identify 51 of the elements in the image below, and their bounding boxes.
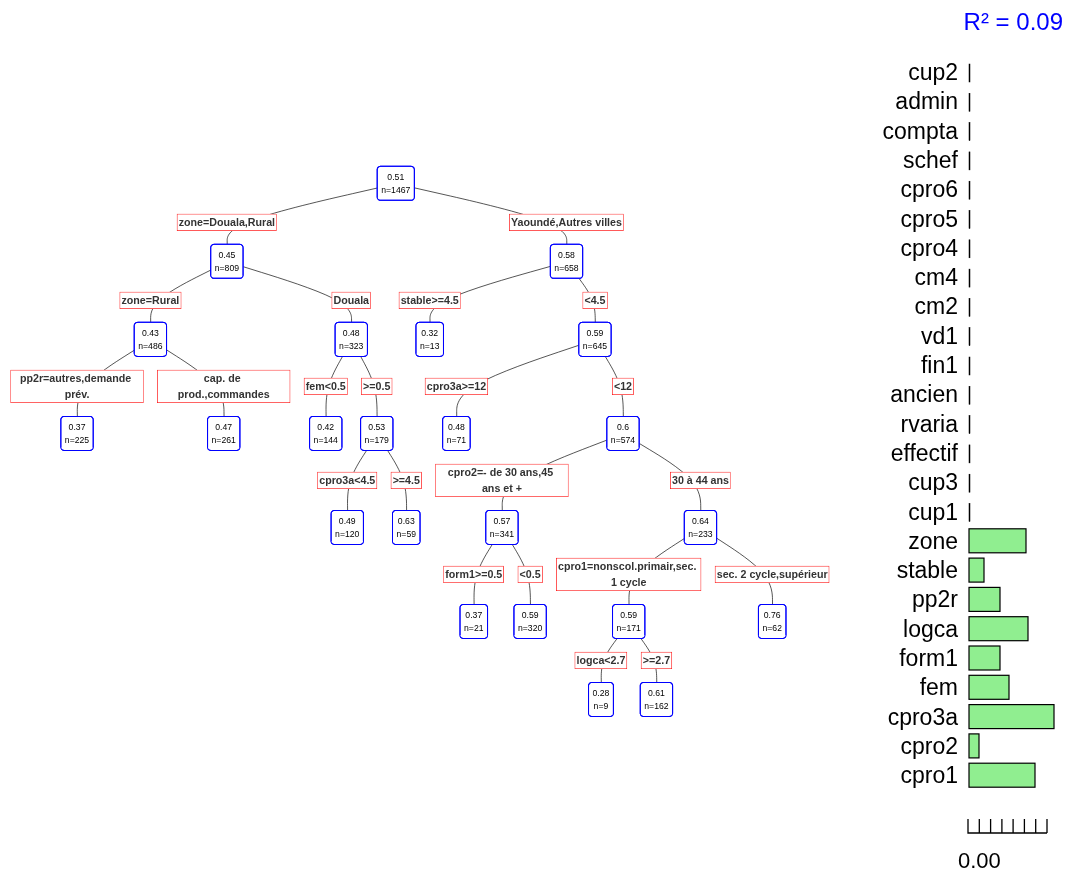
edge-label: cpro1=nonscol.primair,sec. 1 cycle: [557, 560, 697, 588]
variable-name: cup3: [907, 469, 959, 497]
edge-label: <12: [613, 379, 633, 392]
variable-name: cpro4: [899, 234, 959, 262]
edge-label: >=0.5: [363, 379, 391, 392]
edge-label: stable>=4.5: [400, 293, 459, 306]
variable-name: fem: [918, 674, 959, 702]
edge-label: fem<0.5: [305, 379, 346, 392]
variable-name: cpro6: [899, 176, 959, 204]
edge-label: zone=Rural: [121, 293, 180, 306]
variable-name: zone: [907, 527, 959, 555]
variable-name: cpro3a: [886, 703, 959, 731]
edge-label: >=4.5: [392, 474, 420, 486]
decision-tree: zone=Douala,Rural Yaoundé,Autres villes zone=Rural Douala stable>=4.5 <4.5 pp2r=autres,demande prév. cap. de prod.,commandes fem<0.5 >=0.5 cpro3a>=12 <12 cpro3a<4.5 >=4.5 cpro2=- de 30 ans,45 ans et + 30 à 44 ans form1>=0.5 <0.5 cpro1=nonscol.primair,sec. 1 cycle sec. 2 cycle,supérieur logca<2.7 >=2.7 0.51 n=1467 0.45 n=809 0.58 n=658 0.43 n=486 0.48 n=323 0.32 n=13 0.59 n=645 0.37 n=225 0.47 n=261 0.42 n=144 0.53 n=179 0.48 n=71 0.6 n=574 0.49 n=120 0.63 n=59 0.57 n=341 0.64 n=233 0.37 n=21 0.59 n=320 0.59 n=171 0.76 n=62 0.28 n=9 0.61 n=162: [5, 160, 835, 722]
r-squared-label: R² = 0.09: [963, 8, 1063, 36]
variable-name: cpro1: [899, 762, 959, 790]
variable-name: cm4: [913, 264, 959, 292]
variable-name: cm2: [913, 293, 959, 321]
variable-name: form1: [898, 645, 959, 672]
edge-label: >=2.7: [642, 654, 671, 666]
connector: [605, 355, 624, 417]
edge-label: pp2r=autres,demande prév.: [19, 371, 132, 400]
variable-name: ancien: [889, 381, 959, 409]
variable-name: cup1: [907, 498, 959, 526]
variable-name: compta: [881, 117, 959, 145]
variable-name: vd1: [919, 322, 959, 350]
edge-label: 30 à 44 ans: [671, 474, 729, 486]
tick-label: 0.00: [958, 848, 1001, 874]
edge-label: cpro2=- de 30 ans,45 ans et +: [447, 466, 554, 494]
variable-name: rvaria: [899, 410, 959, 438]
variable-name: logca: [902, 615, 959, 643]
edge-label: <4.5: [584, 293, 606, 306]
edge-label: form1>=0.5: [445, 568, 503, 580]
variable-name: effectif: [889, 439, 959, 467]
edge-label: <0.5: [519, 568, 541, 580]
edge-label: zone=Douala,Rural: [178, 215, 276, 228]
variable-name: stable: [895, 557, 959, 585]
variable-name: cpro5: [899, 205, 959, 233]
edge-label: cpro3a>=12: [426, 379, 487, 392]
variable-name: pp2r: [910, 586, 959, 614]
variable-name: admin: [894, 88, 959, 116]
edge-label: cap. de prod.,commandes: [177, 371, 270, 400]
edge-label: Yaoundé,Autres villes: [511, 215, 622, 228]
variable-name: schef: [902, 146, 959, 174]
variable-name: fin1: [919, 352, 959, 379]
edge-label: sec. 2 cycle,supérieur: [716, 568, 828, 580]
edge-label: Douala: [333, 293, 370, 306]
edge-label: cpro3a<4.5: [319, 474, 376, 486]
variable-name: cpro2: [899, 732, 959, 760]
edge-label: logca<2.7: [576, 654, 626, 666]
variable-name: cup2: [907, 59, 959, 86]
